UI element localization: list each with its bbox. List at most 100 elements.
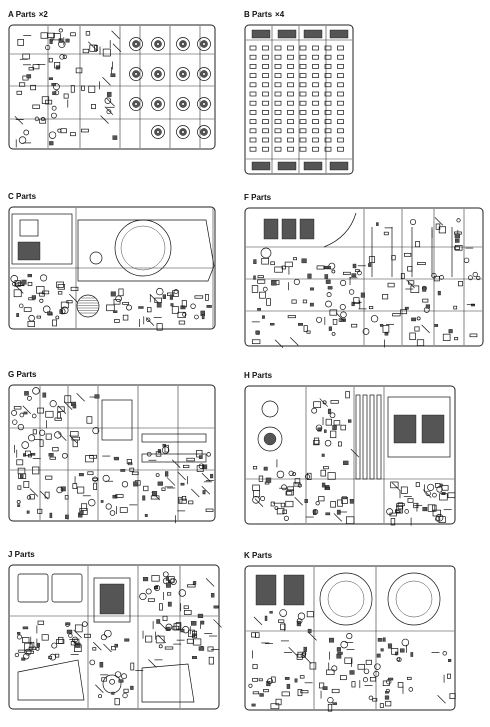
sprue-frame [8, 24, 216, 150]
part-piece [26, 395, 32, 401]
part-piece [304, 499, 308, 503]
part-piece [183, 605, 189, 610]
part-piece [180, 628, 185, 633]
road-wheel [197, 97, 211, 111]
side-panel [101, 399, 133, 441]
track-link [249, 128, 257, 134]
part-piece [181, 300, 187, 308]
road-wheel [151, 97, 165, 111]
part-piece [357, 664, 365, 670]
track-link [249, 146, 257, 152]
part-piece [332, 319, 338, 325]
part-piece [10, 274, 19, 283]
part-piece [88, 85, 96, 93]
part-piece [340, 640, 348, 649]
part-piece [335, 312, 345, 321]
part-piece [325, 300, 332, 308]
part-piece [276, 470, 285, 479]
part-piece [322, 686, 328, 690]
part-piece [42, 392, 47, 398]
road-wheel-center [181, 102, 185, 106]
part-piece [32, 466, 40, 475]
part-piece [327, 697, 334, 704]
part-piece [254, 498, 264, 507]
part-piece [17, 38, 24, 46]
part-piece [325, 418, 332, 426]
part-piece [93, 482, 98, 490]
part-piece [454, 337, 459, 341]
part-piece [173, 289, 179, 294]
part-piece [165, 626, 171, 631]
part-piece [113, 456, 119, 461]
part-piece [345, 391, 350, 399]
track-link [299, 45, 307, 51]
part-piece [142, 495, 146, 501]
part-piece [126, 304, 132, 311]
part-piece [111, 30, 120, 40]
track-link [324, 54, 332, 60]
part-piece [206, 305, 212, 308]
part-piece [283, 515, 289, 521]
part-piece [379, 703, 384, 708]
part-piece [315, 424, 323, 432]
part-piece [382, 680, 390, 687]
part-piece [340, 311, 347, 318]
part-piece [265, 477, 272, 483]
track-link [249, 73, 257, 78]
track-link [287, 110, 294, 115]
part-piece [339, 675, 347, 681]
part-piece [210, 473, 214, 479]
part-piece [351, 273, 357, 277]
road-wheel [197, 37, 211, 51]
part-piece [37, 407, 44, 414]
part-piece [281, 265, 286, 270]
part-piece [13, 406, 22, 410]
part-piece [99, 661, 104, 668]
part-piece [303, 655, 312, 664]
part-piece [207, 646, 214, 652]
track-link [287, 73, 294, 78]
part-piece [422, 489, 432, 498]
part-piece [70, 32, 76, 37]
track-link [299, 64, 307, 69]
hull-plate [11, 213, 73, 265]
part-piece [178, 496, 183, 504]
part-piece [296, 653, 303, 660]
track-link [287, 82, 294, 88]
part-piece [129, 467, 135, 472]
part-piece [425, 304, 430, 309]
part-piece [387, 282, 395, 288]
track-link [262, 45, 269, 51]
part-piece [170, 578, 177, 585]
track-link [274, 110, 282, 115]
part-piece [297, 483, 302, 488]
fender [141, 433, 207, 443]
part-piece [76, 486, 85, 494]
part-piece [157, 449, 161, 453]
part-piece [281, 691, 290, 697]
sprue-frame [8, 206, 216, 330]
part-piece [177, 471, 186, 481]
sprue-title: H Parts [244, 371, 273, 380]
part-piece [105, 503, 112, 510]
part-piece [197, 613, 204, 619]
part-piece [349, 670, 355, 675]
part-piece [65, 622, 71, 626]
turret-ring-inner [120, 225, 166, 271]
part-piece [119, 507, 128, 513]
sprue-frame [244, 24, 354, 175]
part-piece [191, 488, 200, 498]
part-piece [360, 292, 365, 298]
sprue-frame [244, 565, 456, 711]
part-piece [300, 690, 309, 694]
track-link [274, 54, 282, 60]
part-piece [39, 118, 47, 124]
part-piece [155, 451, 162, 457]
part-piece [75, 642, 81, 648]
track-link-block [303, 161, 323, 171]
part-piece [349, 499, 354, 504]
part-piece [341, 496, 348, 500]
part-piece [199, 455, 203, 459]
part-piece [92, 427, 100, 435]
road-wheel [176, 67, 190, 81]
